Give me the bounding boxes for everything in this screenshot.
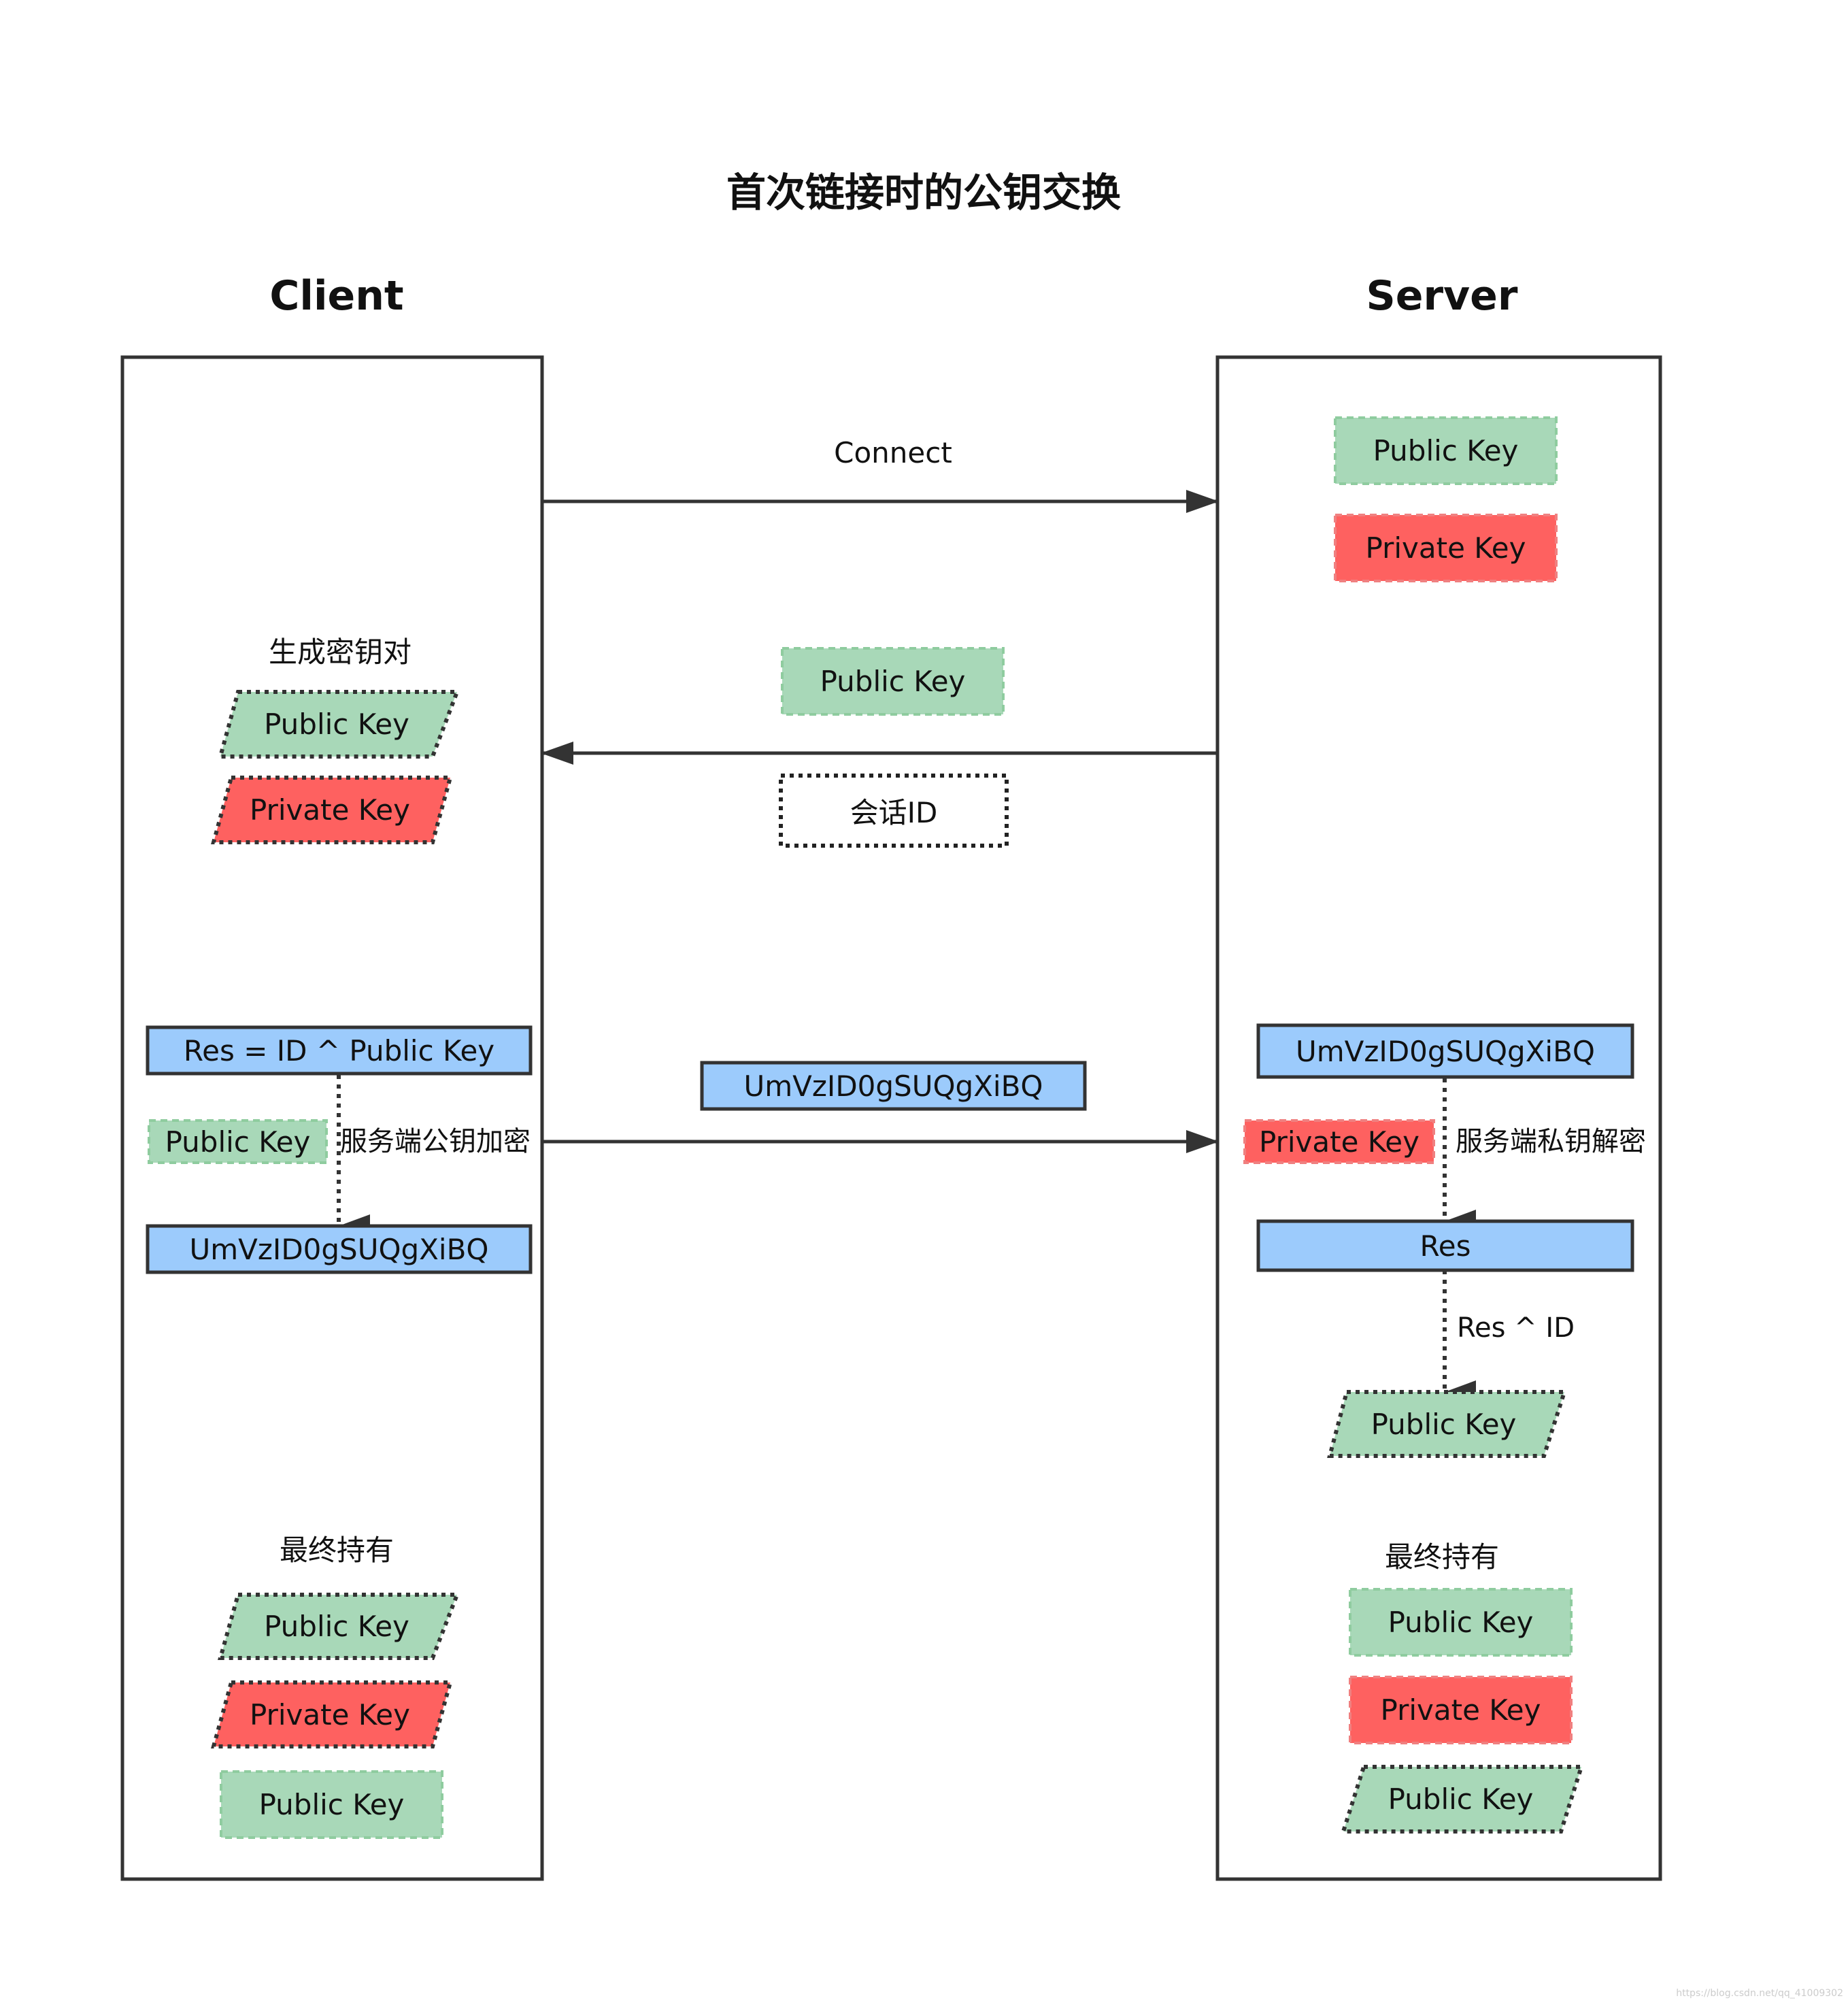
server-private-key-shape (1334, 514, 1558, 582)
client-res-formula-shape (146, 1025, 533, 1076)
client-final-label: 最终持有 (279, 1533, 394, 1567)
client-encrypted-shape (146, 1224, 533, 1274)
message-public-key-shape (781, 647, 1005, 716)
client-final-private-key-shape (211, 1680, 453, 1748)
client-final-private-key: Private Key (250, 1697, 410, 1731)
client-generate-label: 生成密钥对 (268, 635, 411, 669)
server-final-label: 最终持有 (1384, 1540, 1499, 1574)
client-gen-public-key: Public Key (264, 708, 409, 741)
server-xor-label: Res ^ ID (1457, 1312, 1575, 1344)
server-decrypt-private-key: Private Key (1259, 1125, 1419, 1159)
server-final-client-public-key-shape (1340, 1765, 1585, 1834)
client-server-public-key: Public Key (165, 1125, 311, 1159)
connect-label: Connect (834, 435, 952, 469)
server-title: Server (1366, 272, 1518, 320)
server-res: Res (1419, 1229, 1471, 1263)
message-public-key: Public Key (820, 665, 966, 698)
client-encrypted-value: UmVzID0gSUQgXiBQ (189, 1232, 489, 1266)
watermark: https://blog.csdn.net/qq_41009302 (1676, 1988, 1843, 1999)
client-gen-public-key-shape (218, 690, 460, 759)
server-decrypt-private-key-shape (1243, 1119, 1435, 1164)
server-final-public-key: Public Key (1388, 1606, 1534, 1639)
session-id: 会话ID (850, 796, 938, 829)
server-decrypt-label: 服务端私钥解密 (1456, 1126, 1646, 1157)
session-id-shape (779, 774, 1009, 848)
client-gen-private-key: Private Key (250, 793, 410, 827)
message-encrypted-shape (700, 1061, 1087, 1111)
server-final-private-key: Private Key (1380, 1693, 1541, 1727)
server-res-shape (1256, 1219, 1634, 1272)
client-encrypt-label: 服务端公钥加密 (340, 1126, 531, 1157)
client-final-public-key: Public Key (264, 1610, 409, 1643)
server-client-public-key-shape (1327, 1390, 1568, 1458)
client-res-formula: Res = ID ^ Public Key (183, 1033, 495, 1067)
client-final-public-key-shape (218, 1593, 460, 1660)
server-final-private-key-shape (1349, 1676, 1573, 1744)
server-client-public-key: Public Key (1371, 1407, 1517, 1441)
diagram-title: 首次链接时的公钥交换 (726, 169, 1121, 216)
client-gen-private-key-shape (211, 776, 453, 844)
server-received-shape (1256, 1023, 1634, 1079)
client-server-public-key-shape (148, 1119, 328, 1164)
server-private-key: Private Key (1365, 531, 1526, 565)
server-public-key-shape (1334, 416, 1558, 485)
client-final-server-public-key: Public Key (258, 1788, 405, 1821)
server-received-value: UmVzID0gSUQgXiBQ (1296, 1034, 1595, 1068)
client-final-server-public-key-shape (220, 1770, 443, 1839)
server-public-key: Public Key (1373, 434, 1519, 467)
client-title: Client (269, 272, 404, 320)
server-final-client-public-key: Public Key (1388, 1782, 1534, 1816)
server-final-public-key-shape (1349, 1588, 1573, 1657)
message-encrypted: UmVzID0gSUQgXiBQ (743, 1069, 1043, 1103)
